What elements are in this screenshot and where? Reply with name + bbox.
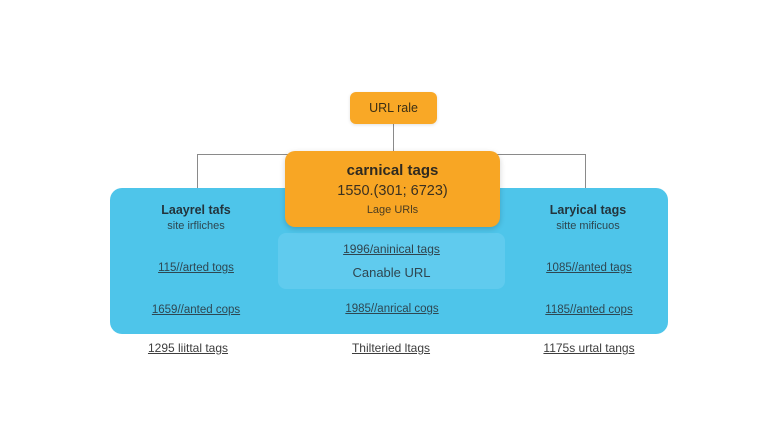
connector-root-vertical bbox=[393, 124, 394, 153]
right-column-link-2[interactable]: 1185//anted cops bbox=[545, 304, 633, 316]
right-column-header: Laryical tags sitte mificuos bbox=[513, 203, 663, 232]
canonical-card-title: carnical tags bbox=[346, 162, 439, 179]
right-column-subtitle: sitte mificuos bbox=[556, 220, 620, 232]
canonical-card-subtitle: Lage URls bbox=[366, 204, 419, 216]
bottom-link-left[interactable]: 1295 liittal tags bbox=[147, 341, 229, 355]
canonical-card[interactable]: carnical tags 1550.(301; 6723) Lage URls bbox=[285, 151, 500, 227]
inner-card-link[interactable]: 1996/aninical tags bbox=[343, 242, 440, 256]
left-column-header: Laayrel tafs site irfliches bbox=[121, 203, 271, 232]
left-column-link-1[interactable]: 115//arted togs bbox=[158, 262, 234, 274]
canonical-card-stat: 1550.(301; 6723) bbox=[337, 183, 448, 199]
bottom-link-middle[interactable]: Thilteried ltags bbox=[351, 341, 431, 355]
root-node-label: URL rale bbox=[369, 101, 418, 115]
right-column-link-1[interactable]: 1085//anted tags bbox=[546, 262, 632, 274]
left-column-link-2[interactable]: 1659//anted cops bbox=[151, 304, 241, 316]
root-node-url[interactable]: URL rale bbox=[350, 92, 437, 124]
canonical-inner-card: 1996/aninical tags Canable URL bbox=[278, 233, 505, 289]
inner-card-label: Canable URL bbox=[352, 265, 431, 280]
left-column-title: Laayrel tafs bbox=[161, 203, 231, 217]
connector-right-vertical bbox=[585, 154, 586, 190]
left-column-subtitle: site irfliches bbox=[167, 220, 225, 232]
right-column-title: Laryical tags bbox=[549, 203, 627, 217]
middle-column-link-1[interactable]: 1985//anrical cogs bbox=[345, 303, 439, 315]
bottom-link-right[interactable]: 1175s urtal tangs bbox=[543, 341, 635, 355]
connector-left-vertical bbox=[197, 154, 198, 190]
